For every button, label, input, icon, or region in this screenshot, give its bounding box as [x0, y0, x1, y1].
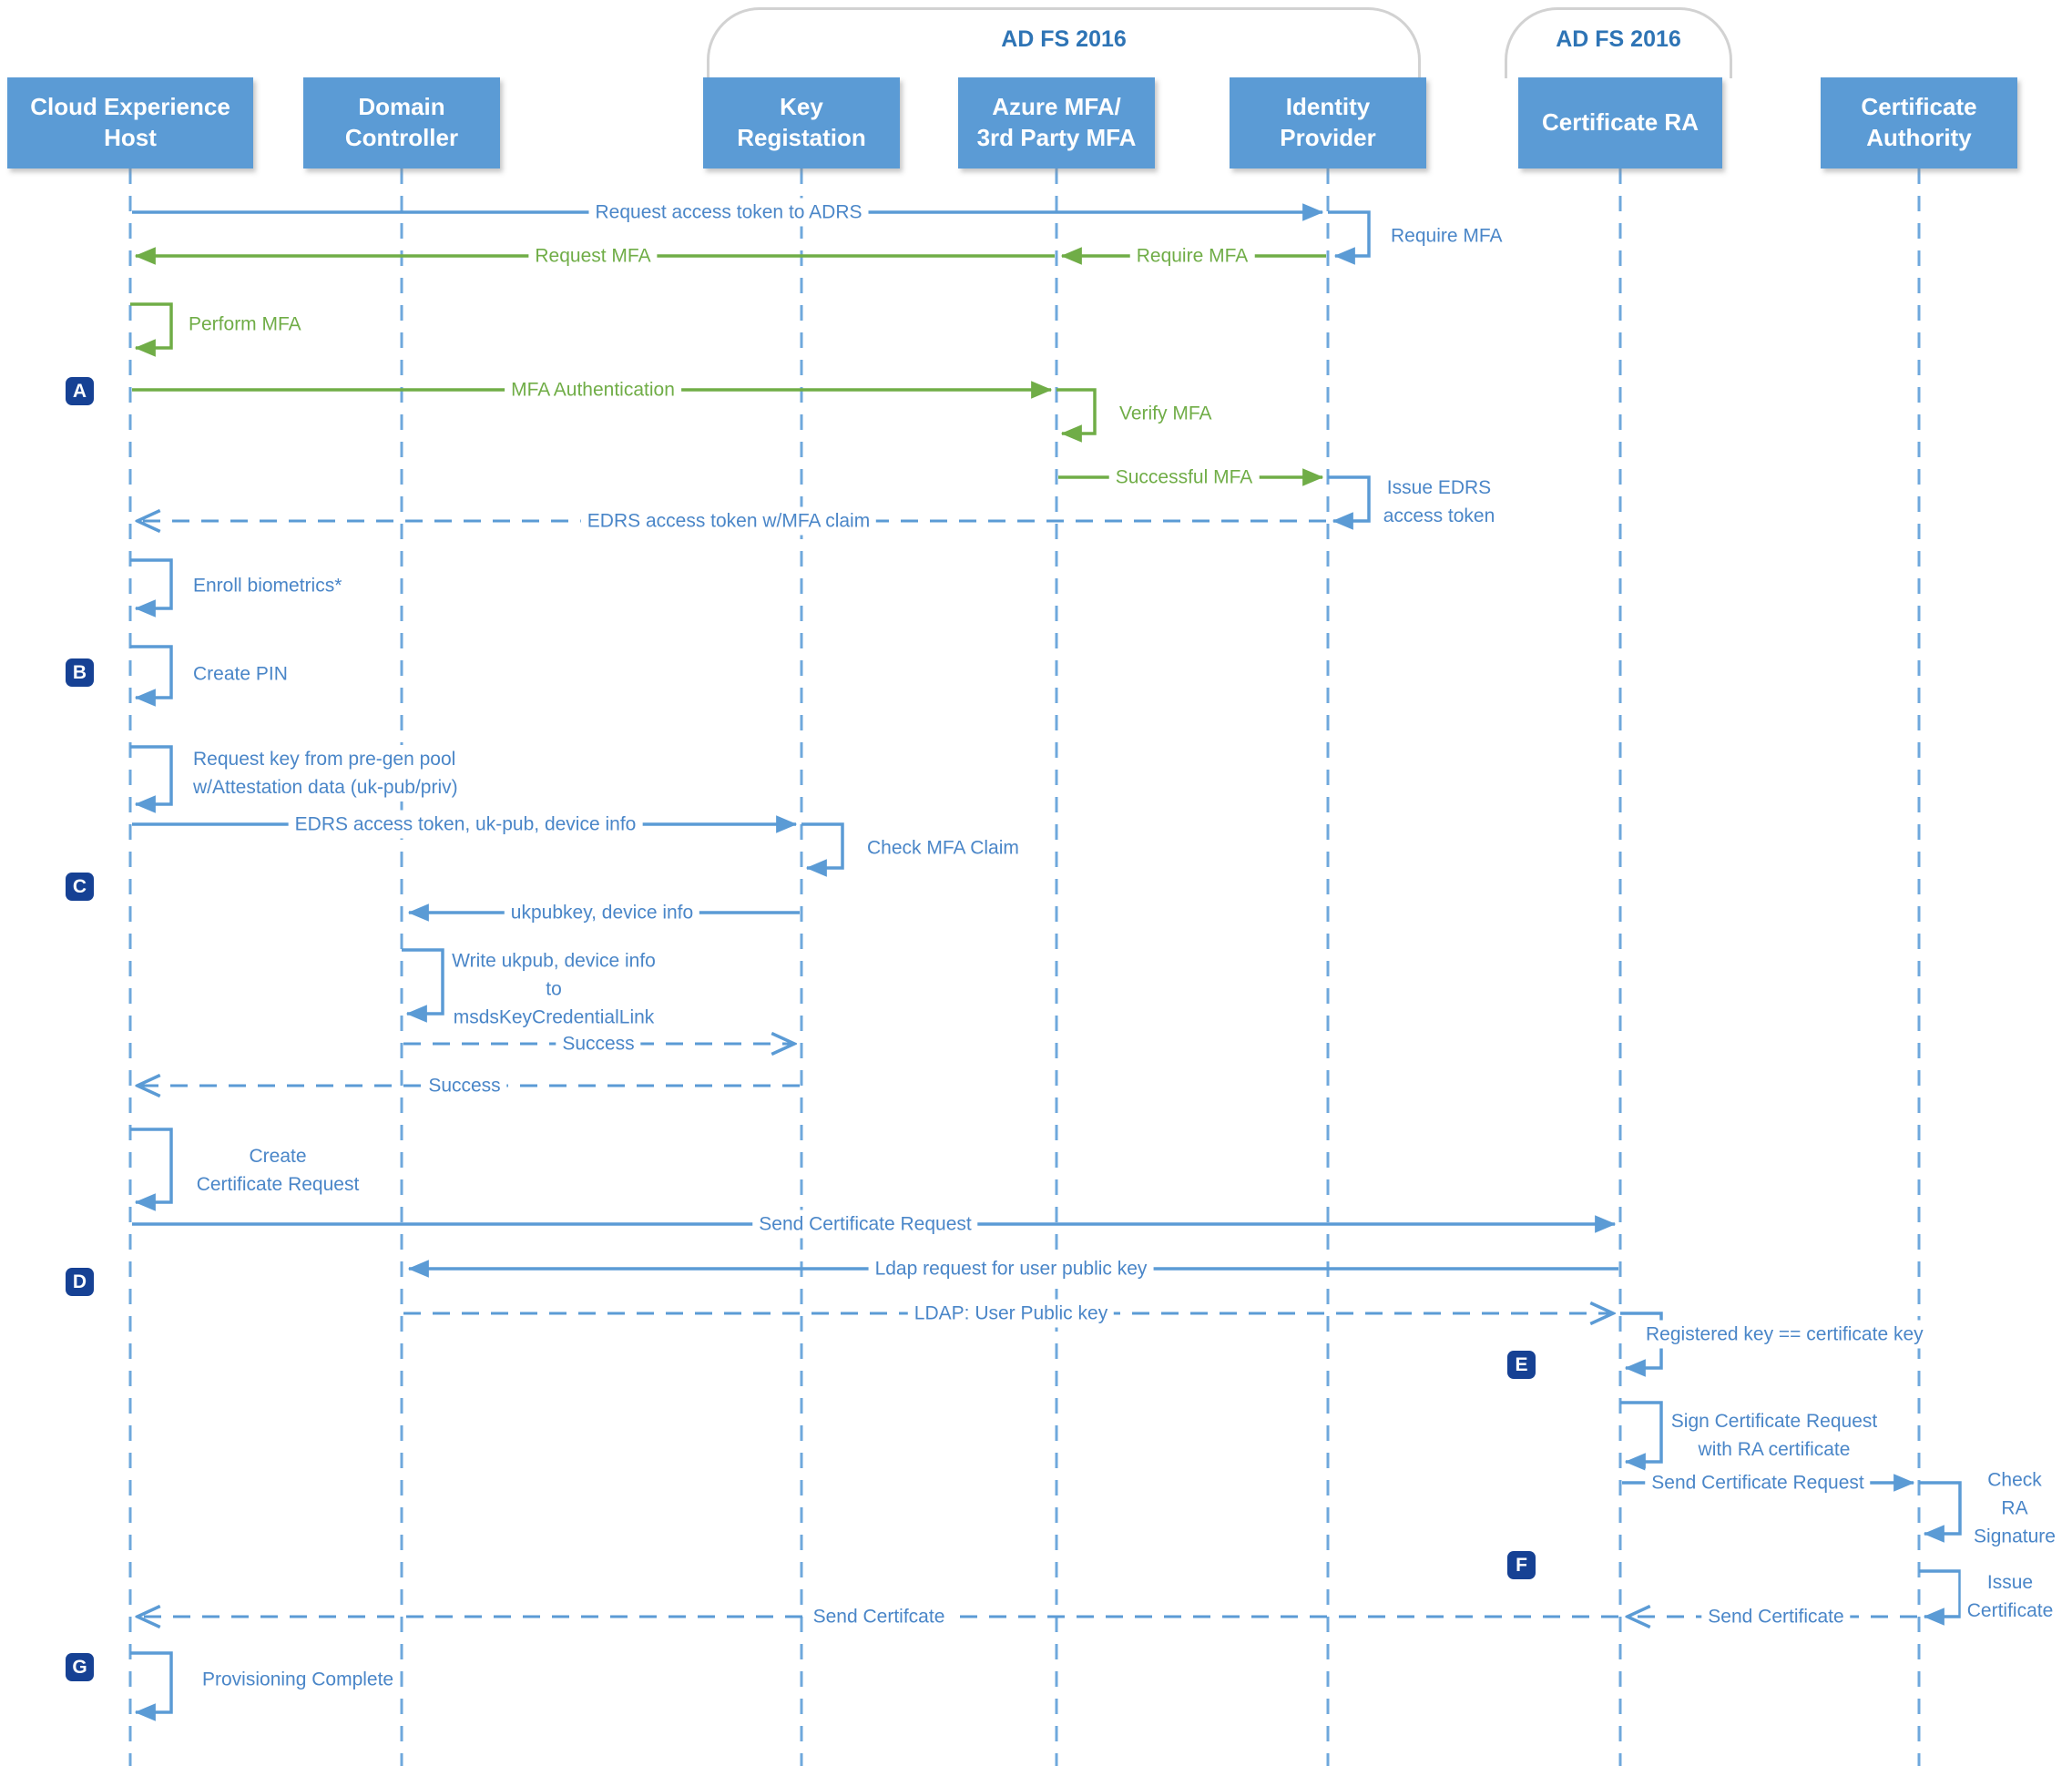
actor-identity-provider: Identity Provider	[1230, 77, 1426, 168]
label-successful-mfa: Successful MFA	[1108, 463, 1260, 492]
loop-perform-mfa	[130, 302, 173, 357]
label-send-certifcate: Send Certifcate	[806, 1602, 952, 1631]
label-create-pin: Create PIN	[187, 659, 294, 689]
label-success-to-ceh: Success	[422, 1071, 507, 1100]
loop-enroll-biometrics	[130, 558, 173, 618]
step-marker-b: B	[66, 658, 94, 687]
label-request-key: Request key from pre-gen pool w/Attestat…	[187, 745, 464, 801]
label-write-ukpub: Write ukpub, device info to msdsKeyCrede…	[445, 946, 662, 1032]
label-verify-mfa: Verify MFA	[1113, 399, 1219, 428]
label-request-mfa: Request MFA	[528, 241, 658, 271]
loop-issue-edrs-token	[1328, 475, 1371, 530]
label-ldap-request: Ldap request for user public key	[868, 1254, 1154, 1283]
loop-create-cert-request	[130, 1128, 173, 1211]
adfs-group-label-1: AD FS 2016	[1001, 26, 1127, 52]
label-edrs-token-claim: EDRS access token w/MFA claim	[580, 506, 877, 536]
loop-provisioning-complete	[130, 1651, 173, 1721]
label-create-cert-request: Create Certificate Request	[189, 1142, 366, 1199]
loop-create-pin	[130, 645, 173, 707]
loop-request-key	[130, 745, 173, 813]
adfs-group-label-2: AD FS 2016	[1556, 26, 1681, 52]
loop-check-ra-signature	[1919, 1481, 1962, 1543]
actor-key-registration: Key Registation	[703, 77, 900, 168]
actor-domain-controller: Domain Controller	[303, 77, 500, 168]
label-perform-mfa: Perform MFA	[182, 310, 308, 339]
loop-sign-cert-request	[1620, 1401, 1663, 1471]
label-enroll-biometrics: Enroll biometrics*	[187, 571, 349, 600]
label-request-access-token: Request access token to ADRS	[588, 198, 869, 227]
actor-certificate-authority: Certificate Authority	[1821, 77, 2017, 168]
label-success-to-keyreg: Success	[556, 1029, 641, 1058]
label-require-mfa-green: Require MFA	[1129, 241, 1255, 271]
lifelines	[128, 168, 1921, 1766]
loop-require-mfa-idp	[1328, 210, 1371, 265]
loop-check-mfa-claim	[801, 822, 844, 877]
step-marker-f: F	[1507, 1551, 1536, 1579]
step-marker-d: D	[66, 1268, 94, 1296]
label-issue-edrs: Issue EDRS access token	[1376, 474, 1502, 530]
step-marker-e: E	[1507, 1351, 1536, 1379]
label-mfa-authentication: MFA Authentication	[505, 375, 681, 404]
actor-certificate-ra: Certificate RA	[1518, 77, 1722, 168]
label-provisioning-complete: Provisioning Complete	[196, 1665, 401, 1694]
label-registered-key: Registered key == certificate key	[1639, 1320, 1930, 1349]
label-send-cert-request-ca: Send Certificate Request	[1645, 1468, 1871, 1497]
loop-write-ukpub	[402, 948, 444, 1023]
step-marker-g: G	[66, 1653, 94, 1681]
label-send-certificate: Send Certificate	[1701, 1602, 1851, 1631]
label-check-mfa-claim: Check MFA Claim	[861, 833, 1026, 863]
label-ukpubkey-device: ukpubkey, device info	[504, 898, 700, 927]
step-marker-c: C	[66, 873, 94, 901]
loop-verify-mfa	[1056, 388, 1097, 443]
loop-issue-certificate	[1919, 1569, 1962, 1626]
label-require-mfa-self: Require MFA	[1384, 221, 1509, 250]
actor-azure-mfa: Azure MFA/ 3rd Party MFA	[958, 77, 1155, 168]
label-sign-cert-request: Sign Certificate Request with RA certifi…	[1664, 1407, 1884, 1464]
label-check-ra-signature: Check RA Signature	[1967, 1465, 2062, 1551]
dashed-arrows	[138, 521, 1917, 1617]
label-edrs-ukpub-device: EDRS access token, uk-pub, device info	[288, 810, 643, 839]
actor-cloud-experience-host: Cloud Experience Host	[7, 77, 253, 168]
label-send-cert-request-ra: Send Certificate Request	[752, 1210, 978, 1239]
green-arrows	[130, 247, 1326, 486]
step-marker-a: A	[66, 377, 94, 405]
label-ldap-user-public-key: LDAP: User Public key	[907, 1299, 1115, 1328]
label-issue-certificate: Issue Certificate	[1960, 1568, 2060, 1625]
